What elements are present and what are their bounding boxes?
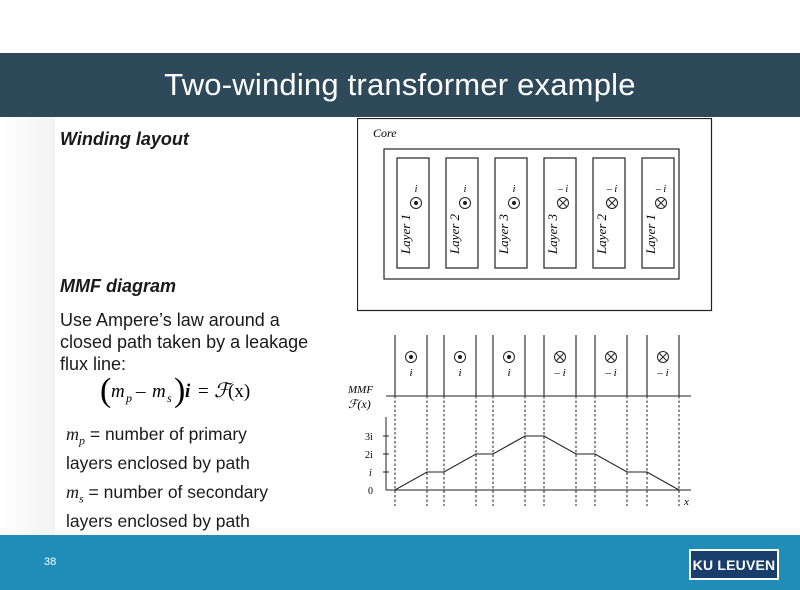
core-window [383,148,680,280]
footer-bar: 38 KU LEUVEN [0,535,800,590]
current-out-icon [508,197,520,209]
paragraph-line: Use Ampere’s law around a [60,310,280,330]
current-in-icon [657,351,669,363]
layer-name: Layer 1 [643,214,658,255]
mmf-layer-label: i [409,367,412,379]
layer-current: i [464,184,467,195]
mmf-layer-column: – i [594,335,628,396]
ytick-label-0: 0 [368,486,373,497]
layer-box: Layer 1 – i [641,157,675,269]
mmf-layer-label: – i [553,367,565,379]
formula-F: ℱ [214,380,233,402]
formula-ms-sub: s [167,391,172,405]
page-number: 38 [44,556,57,568]
ms-symbol: ms [66,482,84,506]
ms-definition-line2: layers enclosed by path [66,510,250,531]
layer-current: – i [655,184,667,195]
mmf-layer-label: – i [656,367,668,379]
formula-close-paren: ) [174,372,185,409]
ytick-label-3i: 3i [365,432,373,443]
formula-equals: = [198,381,209,402]
layer-current: – i [606,184,618,195]
layer-name: Layer 2 [594,213,609,255]
formula-i: i [185,381,191,402]
left-gradient-strip [0,117,55,535]
layer-box: Layer 2 – i [592,157,626,269]
mmf-layer-column: i [492,335,526,396]
current-out-icon [410,197,422,209]
mmf-layer-column: i [394,335,428,396]
definition-mp: mp = number of primary layers enclosed b… [66,423,336,474]
layer-current: – i [557,184,569,195]
heading-winding-layout: Winding layout [60,129,189,149]
paragraph-line: closed path taken by a leakage [60,332,309,352]
mp-definition-line2: layers enclosed by path [66,452,250,473]
ytick-label-2i: 2i [365,450,373,461]
current-out-icon [503,351,515,363]
mp-symbol: mp [66,424,85,448]
logo-text: KU LEUVEN [692,556,776,573]
ytick-label-i: i [369,468,372,479]
current-in-icon [605,351,617,363]
mmf-layer-label: i [458,367,461,379]
mp-definition-line1: = number of primary [85,424,247,444]
formula-mp: m [111,381,125,402]
layer-name: Layer 3 [496,213,511,255]
layer-current: i [513,184,516,195]
current-out-icon [405,351,417,363]
mmf-dashed-boundaries [394,396,680,506]
current-out-icon [459,197,471,209]
mmf-axis-ticks [383,435,389,473]
mmf-diagram: i i i – i – i – i MMF ℱ(x) 3i 2i i 0 x [347,335,691,508]
mmf-layer-label: – i [604,367,616,379]
formula-minus: – [135,381,146,402]
layer-box: Layer 3 – i [543,157,577,269]
current-in-icon [554,351,566,363]
ampere-formula: ( m p – m s ) i = ℱ (x) [100,372,250,409]
layer-name: Layer 2 [447,213,462,255]
formula-mp-sub: p [125,391,132,405]
current-in-icon [655,197,667,209]
mmf-layer-column: – i [543,335,577,396]
heading-mmf-diagram: MMF diagram [60,276,177,296]
definition-ms: ms = number of secondary layers enclosed… [66,481,336,532]
slide-title: Two-winding transformer example [164,67,636,102]
mmf-xlabel: x [683,496,689,508]
ku-leuven-logo: KU LEUVEN [689,549,779,580]
mmf-layer-column: i [443,335,477,396]
mmf-layer-column: – i [646,335,680,396]
mmf-ylabel-line1: MMF [347,384,373,396]
layer-box: Layer 2 i [445,157,479,269]
current-in-icon [606,197,618,209]
mmf-curve [386,435,680,491]
ms-definition-line1: = number of secondary [83,482,269,502]
mmf-ylabel-line2: ℱ(x) [348,397,371,411]
current-out-icon [454,351,466,363]
mmf-layer-label: i [507,367,510,379]
layer-name: Layer 3 [545,213,560,255]
layer-box: Layer 3 i [494,157,528,269]
layer-box: Layer 1 i [396,157,430,269]
formula-ms: m [152,381,166,402]
current-in-icon [557,197,569,209]
paragraph-line: flux line: [60,354,127,374]
layer-name: Layer 1 [398,214,413,255]
formula-open-paren: ( [100,372,111,409]
formula-arg: (x) [228,381,250,402]
top-margin [0,0,800,53]
title-bar: Two-winding transformer example [0,53,800,117]
core-label: Core [373,126,397,140]
ampere-law-paragraph: Use Ampere’s law around a closed path ta… [60,309,340,375]
layer-current: i [415,184,418,195]
